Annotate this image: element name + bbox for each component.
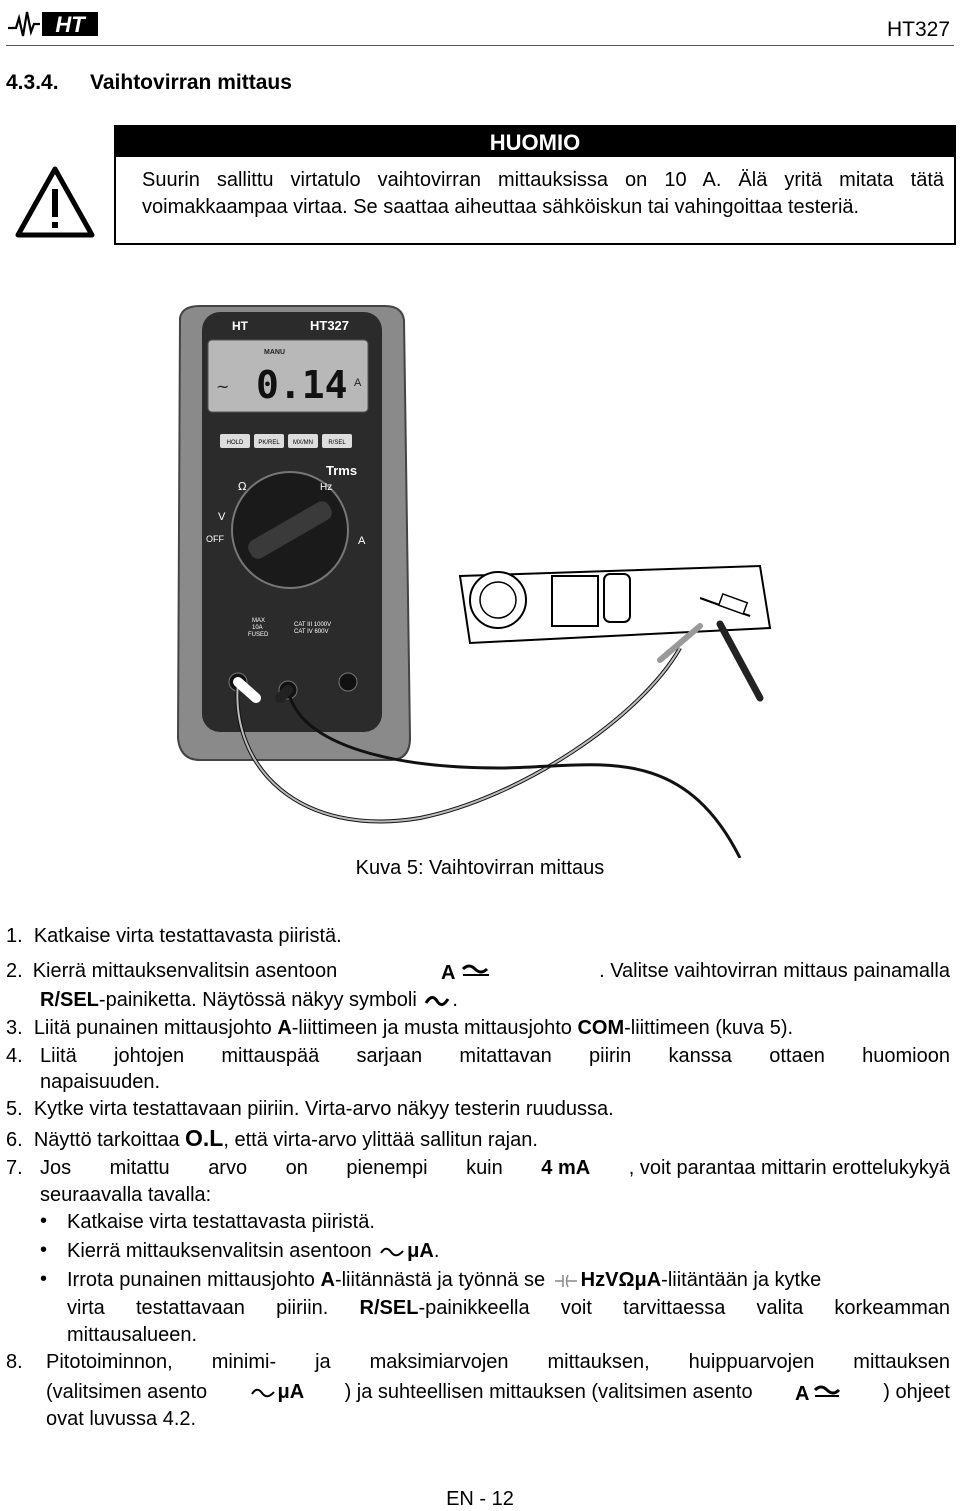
bullet-dot: • xyxy=(40,1239,48,1261)
multimeter-figure: HT HT327 MANU 0.14 A ~ HOLD PK/REL MX/MN… xyxy=(176,305,772,858)
jack-text-fused: FUSED xyxy=(248,632,269,638)
model-label: HT327 xyxy=(886,18,950,41)
step-8-line3: ovat luvussa 4.2. xyxy=(46,1408,197,1430)
bullet-1: Katkaise virta testattavasta piiristä. xyxy=(67,1211,375,1233)
ac-tilde-icon xyxy=(250,1388,275,1397)
capacitor-icon xyxy=(554,1274,577,1288)
jack-text-cat3: CAT III 1000V xyxy=(294,622,331,628)
trms-label: Trms xyxy=(326,463,357,478)
warning-triangle-icon xyxy=(15,166,95,238)
warning-text: Suurin sallittu virtatulo vaihtovirran m… xyxy=(142,169,944,218)
step-8-line1: 8.Pitotoiminnon, minimi- ja maksimiarvoj… xyxy=(6,1351,950,1373)
test-leads xyxy=(233,620,764,858)
bullet-3-line1: Irrota punainen mittausjohto A-liitännäs… xyxy=(67,1269,822,1291)
jack-text-cat4: CAT IV 600V xyxy=(294,629,328,635)
dial-label-a: A xyxy=(358,535,366,547)
meter-button-3: MX/MN xyxy=(293,440,313,446)
a-ac-icon: A xyxy=(441,962,490,983)
svg-text:~: ~ xyxy=(216,377,229,396)
bullet-2: Kierrä mittauksenvalitsin asentoon μA. xyxy=(67,1240,440,1262)
bullet-3-line2: virta testattavaan piiriin. R/SEL-painik… xyxy=(67,1297,951,1319)
step-8-line2: (valitsimen asento μA ) ja suhteellisen … xyxy=(46,1381,950,1404)
dial-label-off: OFF xyxy=(206,534,224,544)
step-7-line2: seuraavalla tavalla: xyxy=(40,1184,212,1206)
meter-button-2: PK/REL xyxy=(258,440,280,446)
dial-label-ohm: Ω xyxy=(238,480,246,493)
step-6: 6. Näyttö tarkoittaa O.L, että virta-arv… xyxy=(6,1125,538,1151)
bullet-3-line3: mittausalueen. xyxy=(67,1324,198,1346)
display-value: 0.14 xyxy=(256,363,348,407)
display-unit: A xyxy=(354,377,362,389)
page-number: EN - 12 xyxy=(446,1488,514,1510)
multimeter: HT HT327 MANU 0.14 A ~ HOLD PK/REL MX/MN… xyxy=(176,305,412,761)
section-heading: 4.3.4. Vaihtovirran mittaus xyxy=(6,71,292,95)
header-divider xyxy=(6,45,954,46)
dial-label-hz: Hz xyxy=(320,482,332,493)
step-1: 1. Katkaise virta testattavasta piiristä… xyxy=(6,925,342,947)
meter-button-1: HOLD xyxy=(227,440,244,446)
bullet-dot: • xyxy=(40,1210,48,1232)
section-number: 4.3.4. xyxy=(6,71,59,94)
ht-logo: HT xyxy=(6,6,102,40)
display-mode: MANU xyxy=(264,349,285,356)
meter-model: HT327 xyxy=(310,318,349,333)
warning-title: HUOMIO xyxy=(116,127,954,157)
ac-tilde-icon xyxy=(425,995,450,1006)
step-2-line1: 2. Kierrä mittauksenvalitsin asentoon A … xyxy=(6,960,950,983)
meter-button-4: R/SEL xyxy=(328,440,346,446)
warning-box: HUOMIO Suurin sallittu virtatulo vaihtov… xyxy=(114,125,956,245)
logo-text: HT xyxy=(55,12,86,37)
step-3: 3. Liitä punainen mittausjohto A-liittim… xyxy=(6,1017,794,1039)
meter-brand: HT xyxy=(232,319,249,333)
svg-text:A: A xyxy=(795,1383,809,1404)
circuit-board xyxy=(458,564,772,645)
step-5: 5. Kytke virta testattavaan piiriin. Vir… xyxy=(6,1098,614,1120)
jack-text-10a: 10A xyxy=(252,625,263,631)
jack-text-max: MAX xyxy=(252,618,265,624)
step-2-line2: R/SEL-painiketta. Näytössä näkyy symboli… xyxy=(40,989,458,1011)
bullet-dot: • xyxy=(40,1268,48,1290)
ac-tilde-icon xyxy=(380,1247,404,1256)
step-4-line1: 4.Liitä johtojen mittauspää sarjaan mita… xyxy=(6,1045,950,1067)
figure-caption: Kuva 5: Vaihtovirran mittaus xyxy=(355,857,605,879)
a-ac-icon: A xyxy=(795,1383,840,1404)
svg-text:A: A xyxy=(441,962,455,983)
dial-label-v: V xyxy=(218,511,226,523)
step-4-line2: napaisuuden. xyxy=(40,1071,161,1093)
section-title: Vaihtovirran mittaus xyxy=(90,71,292,94)
